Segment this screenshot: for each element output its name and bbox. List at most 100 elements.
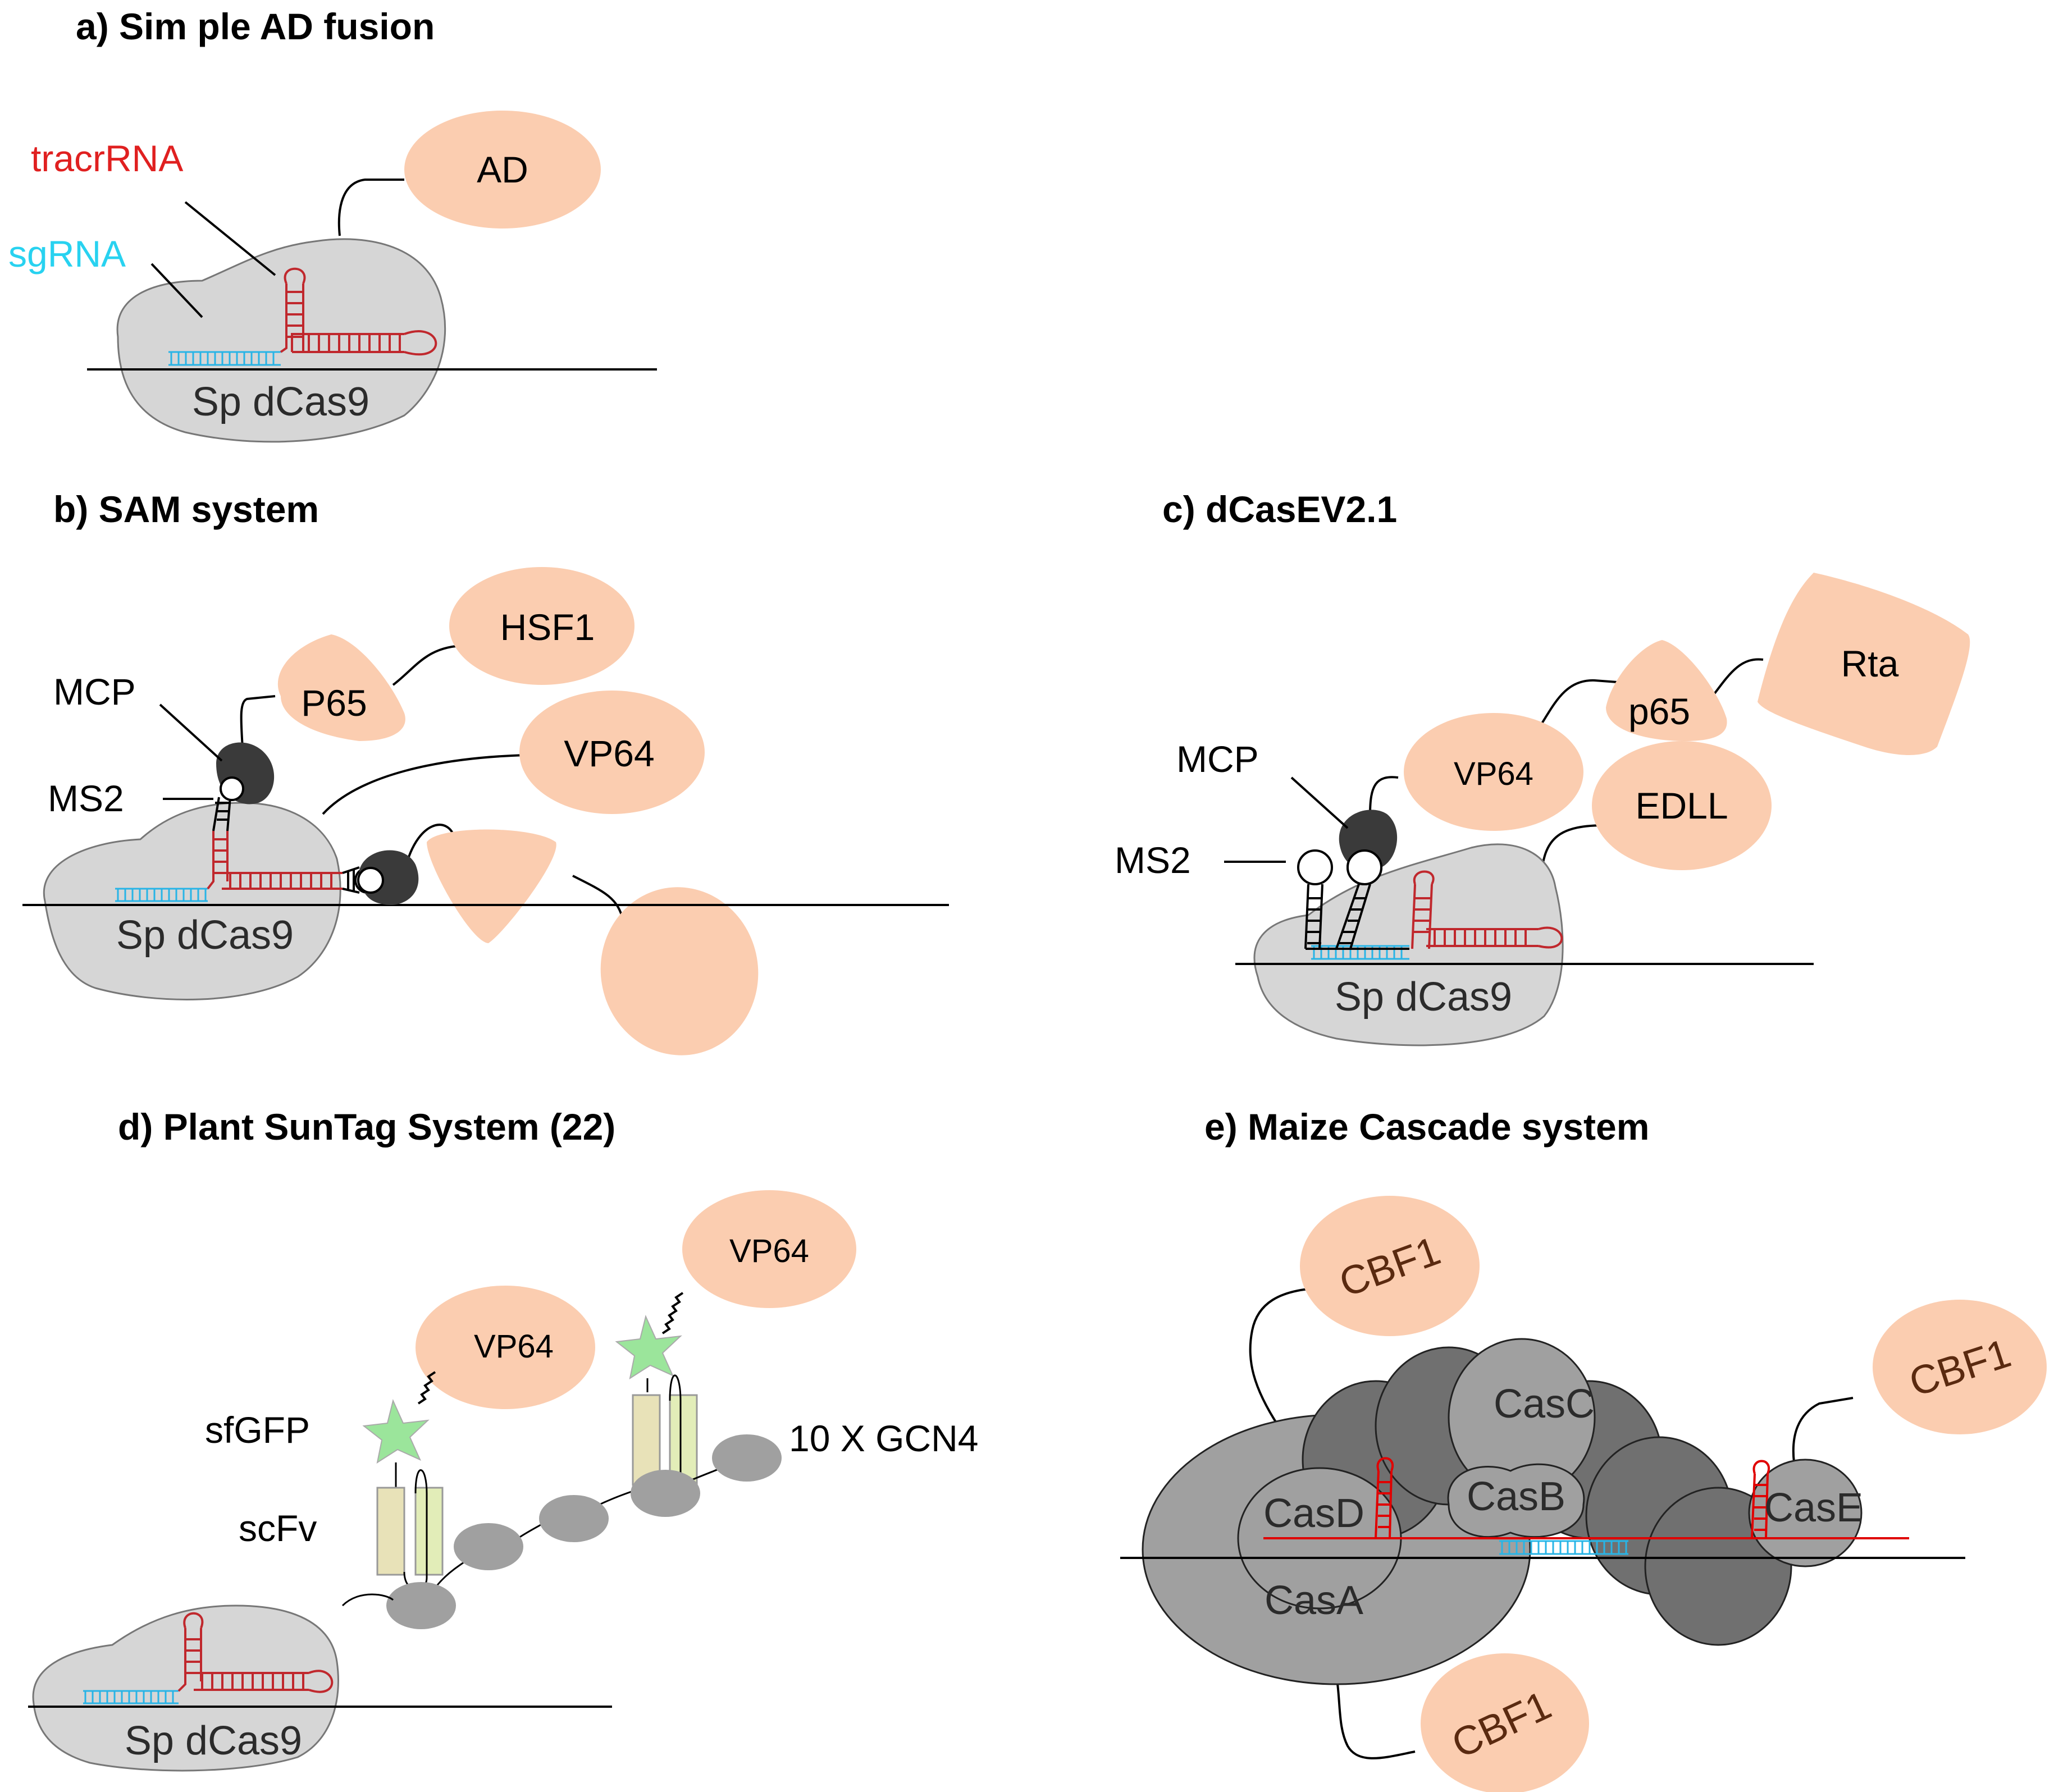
vp64-domain xyxy=(519,691,705,814)
gcn4-epitope-5 xyxy=(712,1434,782,1482)
ms2-label-b: MS2 xyxy=(48,778,124,819)
gcn4-epitope-3 xyxy=(539,1495,609,1542)
spacer-rna xyxy=(168,351,281,366)
edll-label-c: EDLL xyxy=(1635,785,1728,826)
panel-d: d) Plant SunTag System (22) VP64 VP64 xyxy=(28,1106,978,1772)
case-subunit xyxy=(1748,1459,1863,1567)
cbf1-linker-1 xyxy=(1249,1287,1314,1430)
hsf1-domain-2 xyxy=(600,887,759,1055)
casd-label: CasD xyxy=(1263,1491,1364,1536)
vp64-wavy-linker-2 xyxy=(661,1292,684,1334)
second-mcp-linker xyxy=(403,824,456,874)
protein-label-b: Sp dCas9 xyxy=(116,913,294,958)
spacer-rna-d xyxy=(83,1690,179,1704)
spdcas9-body-d xyxy=(32,1604,339,1772)
vp64-label: VP64 xyxy=(564,733,654,774)
casb-label: CasB xyxy=(1467,1474,1565,1519)
casa-label: CasA xyxy=(1265,1578,1363,1623)
vp64-wavy-linker-1 xyxy=(417,1371,436,1405)
tracr-rna-b xyxy=(207,831,343,890)
vp64-label-d-1: VP64 xyxy=(474,1328,554,1365)
ad-label: AD xyxy=(477,149,528,190)
spdcas9-body-c xyxy=(1253,843,1564,1046)
protein-label-d: Sp dCas9 xyxy=(125,1718,302,1763)
sfgfp-star-1 xyxy=(362,1398,430,1464)
rta-domain-c xyxy=(1758,573,1970,755)
cbf1-domain-3 xyxy=(1421,1653,1589,1792)
ms2-label-c: MS2 xyxy=(1115,839,1191,881)
panel-b-title: b) SAM system xyxy=(53,488,319,530)
panel-d-title: d) Plant SunTag System (22) xyxy=(118,1106,615,1148)
mcp-p65-linker xyxy=(240,695,276,750)
ad-linker xyxy=(337,179,404,236)
p65-domain xyxy=(277,634,405,741)
vp64-domain-d-2 xyxy=(682,1190,856,1308)
p65-domain-2 xyxy=(427,829,556,943)
sgrna-label: sgRNA xyxy=(8,233,126,275)
vp64-label-d-2: VP64 xyxy=(729,1233,809,1269)
panel-e-title: e) Maize Cascade system xyxy=(1204,1106,1649,1148)
panel-c-title: c) dCasEV2.1 xyxy=(1162,488,1397,530)
protein-label-a: Sp dCas9 xyxy=(192,380,369,424)
cbf1-domain-2 xyxy=(1873,1300,2047,1434)
cbf1-linker-2 xyxy=(1792,1397,1854,1463)
spdcas9-body xyxy=(116,238,446,443)
vp64-p65-linker-c xyxy=(1540,679,1618,725)
p65-hsf1-linker xyxy=(392,644,467,686)
vp64-label-c: VP64 xyxy=(1454,756,1533,792)
scfv-1b xyxy=(414,1487,444,1576)
mcp-callout-c xyxy=(1290,776,1349,829)
casb-subunit xyxy=(1447,1463,1585,1538)
spacer-rna-c xyxy=(1311,945,1409,960)
tracrrna-label: tracrRNA xyxy=(31,138,183,179)
gcn4-epitope-1 xyxy=(386,1582,456,1629)
cbf1-linker-3 xyxy=(1332,1661,1416,1759)
hsf1-domain xyxy=(449,567,635,685)
vp64-linker xyxy=(322,754,526,815)
p65-label: P65 xyxy=(301,682,367,724)
second-p65-linker xyxy=(572,875,624,921)
spacer-rna-e xyxy=(1499,1540,1628,1555)
p65-domain-c xyxy=(1606,640,1727,741)
gcn4-epitope-4 xyxy=(631,1470,700,1517)
ms2-loop-b xyxy=(220,776,244,801)
spacer-rna-b xyxy=(115,888,208,902)
case-label: CasE xyxy=(1764,1485,1863,1530)
scfv-1a xyxy=(376,1487,405,1576)
crrna-hairpin-2 xyxy=(1751,1460,1770,1539)
ms2-loop-b-2 xyxy=(357,867,384,894)
tracr-callout xyxy=(184,201,276,276)
casc-label: CasC xyxy=(1494,1382,1595,1427)
edll-linker-c xyxy=(1540,824,1606,876)
sfgfp-label: sfGFP xyxy=(205,1409,310,1451)
tracr-rna-d xyxy=(177,1612,334,1693)
mcp-callout-b xyxy=(159,703,223,762)
panel-a: a) Sim ple AD fusion AD tr xyxy=(8,6,657,443)
mcp-label-b: MCP xyxy=(53,671,136,712)
gcn4-epitope-2 xyxy=(454,1523,523,1570)
vp64-domain-c xyxy=(1404,713,1583,831)
sgrna-callout xyxy=(150,263,203,318)
tracr-rna-c xyxy=(1411,870,1563,949)
crrna-hairpin-1 xyxy=(1375,1457,1394,1539)
scfv-2b xyxy=(669,1394,698,1486)
hsf1-label: HSF1 xyxy=(500,606,595,648)
scfv-2a xyxy=(632,1394,661,1486)
dcas9-suntag-linker xyxy=(341,1593,394,1607)
rta-label-c: Rta xyxy=(1841,643,1899,684)
mcp-label-c: MCP xyxy=(1176,738,1259,780)
ms2-loop-c xyxy=(1346,849,1382,885)
scfv-label: scFv xyxy=(239,1507,317,1549)
mcp-vp64-linker-c xyxy=(1369,776,1399,815)
panel-b: b) SAM system HSF1 P65 VP64 xyxy=(22,488,949,1055)
edll-domain-c xyxy=(1592,741,1772,870)
panel-e: e) Maize Cascade system CBF1 CBF1 CBF1 xyxy=(1120,1106,2047,1792)
p65-label-c: p65 xyxy=(1628,691,1690,732)
cbf1-domain-1 xyxy=(1300,1196,1480,1336)
gcn4-label: 10 X GCN4 xyxy=(789,1418,978,1459)
panel-a-title: a) Sim ple AD fusion xyxy=(76,6,435,47)
vp64-domain-d-1 xyxy=(416,1286,595,1409)
panel-c: c) dCasEV2.1 VP64 p65 Rta EDLL xyxy=(1115,488,1970,1046)
sfgfp-star-2 xyxy=(615,1314,682,1380)
